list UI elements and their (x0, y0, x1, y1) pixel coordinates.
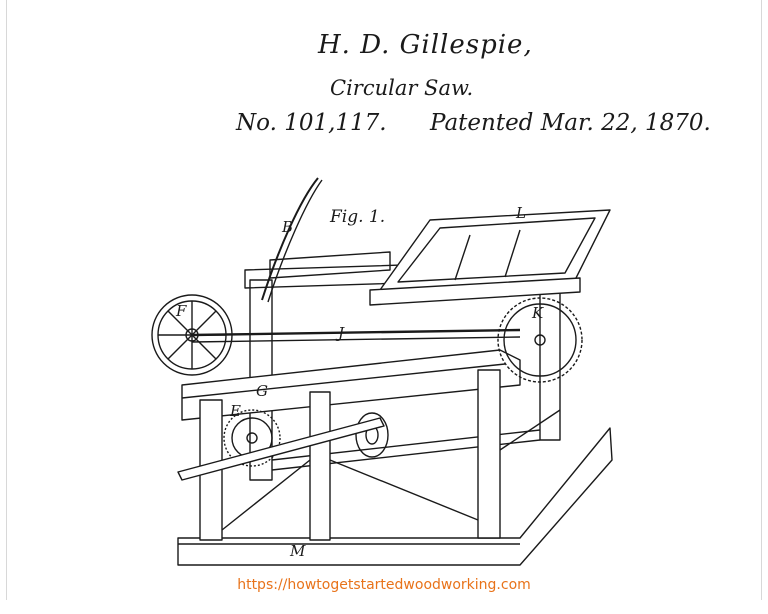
letter-m: M (289, 542, 306, 560)
page-edge-left (6, 0, 7, 600)
figure-label: Fig. 1. (329, 207, 385, 227)
letter-j: J (335, 324, 345, 342)
letter-b: B (281, 218, 293, 236)
page-edge-right (761, 0, 762, 600)
inventor-name: H. D. Gillespie, (318, 30, 533, 60)
invention-title: Circular Saw. (330, 76, 474, 100)
letter-f: F (175, 302, 187, 320)
patent-drawing: Fig. 1. B L F J K G E M (0, 160, 768, 580)
letter-l: L (515, 204, 526, 222)
letter-k: K (531, 304, 544, 322)
patent-header: H. D. Gillespie, Circular Saw. No. 101,1… (0, 0, 768, 140)
letter-g: G (256, 382, 268, 400)
saw-bench-illustration: Fig. 1. B L F J K G E M (151, 177, 613, 566)
patent-date: Patented Mar. 22, 1870. (430, 110, 711, 136)
source-url[interactable]: https://howtogetstartedwoodworking.com (237, 577, 531, 593)
patent-number: No. 101,117. (236, 110, 387, 136)
letter-e: E (229, 402, 241, 420)
